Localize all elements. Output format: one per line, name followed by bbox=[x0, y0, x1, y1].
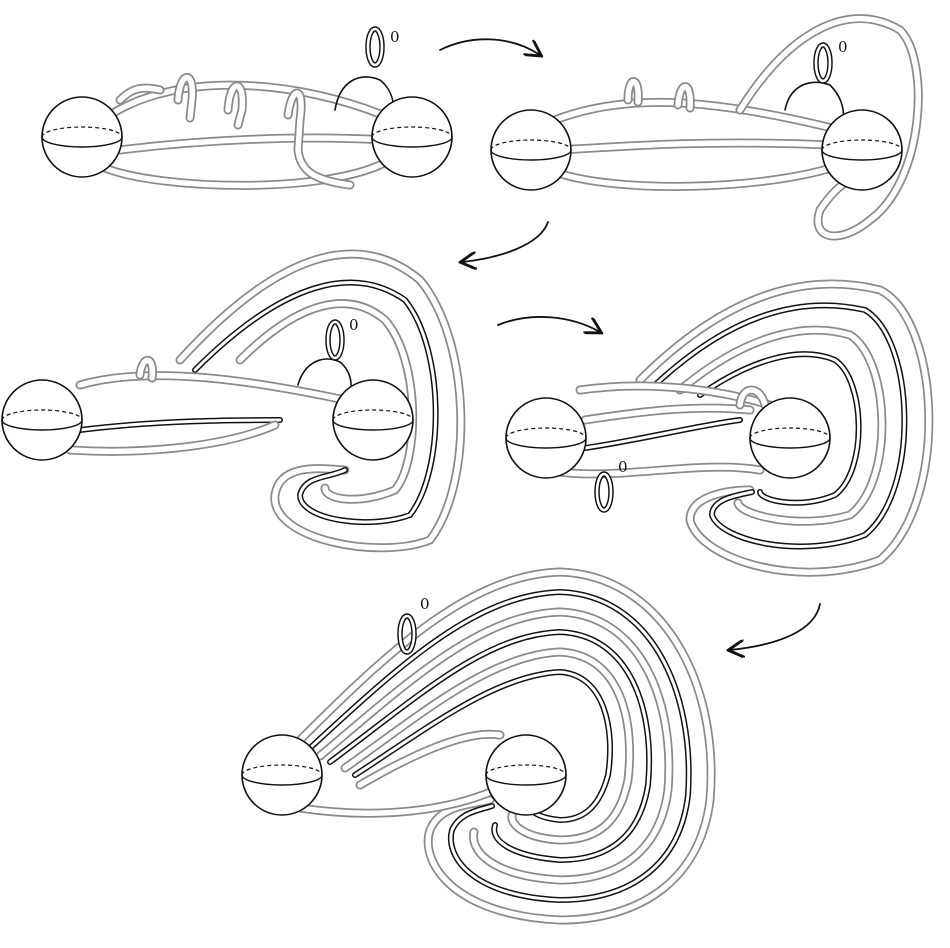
framing-label: 0 bbox=[349, 316, 359, 334]
handle-band bbox=[65, 249, 466, 553]
three-ball-right bbox=[821, 109, 903, 191]
panel-step-3: 0 bbox=[1, 249, 466, 553]
zero-framed-circle: 0 bbox=[397, 595, 430, 655]
handle-band bbox=[545, 14, 923, 241]
zero-framed-circle: 0 bbox=[784, 38, 848, 121]
three-ball-left bbox=[41, 96, 123, 178]
arrow-step-3-to-4 bbox=[497, 316, 600, 332]
three-ball-right bbox=[332, 379, 414, 461]
three-ball-left bbox=[505, 397, 587, 479]
arrow-step-1-to-2 bbox=[439, 38, 540, 55]
arrow-step-2-to-3 bbox=[462, 221, 549, 262]
framing-label: 0 bbox=[420, 595, 430, 613]
framing-label: 0 bbox=[838, 38, 848, 56]
handle-band bbox=[555, 279, 934, 577]
framing-label: 0 bbox=[390, 28, 400, 46]
three-ball-right bbox=[371, 96, 453, 178]
three-ball-left bbox=[490, 109, 572, 191]
panel-step-4: 0 bbox=[505, 279, 934, 577]
zero-framed-circle: 0 bbox=[297, 316, 359, 396]
three-ball-left bbox=[241, 734, 323, 816]
three-ball-left bbox=[1, 379, 83, 461]
three-ball-right bbox=[749, 397, 831, 479]
handle-band bbox=[295, 567, 716, 925]
panel-step-2: 0 bbox=[490, 14, 923, 241]
panel-step-5: 0 bbox=[241, 567, 716, 925]
zero-framed-circle: 0 bbox=[594, 458, 628, 513]
three-ball-right bbox=[485, 734, 567, 816]
framing-label: 0 bbox=[618, 458, 628, 476]
arrow-step-4-to-5 bbox=[730, 603, 821, 650]
panel-step-1: 0 bbox=[41, 26, 453, 190]
handle-band bbox=[100, 73, 395, 190]
